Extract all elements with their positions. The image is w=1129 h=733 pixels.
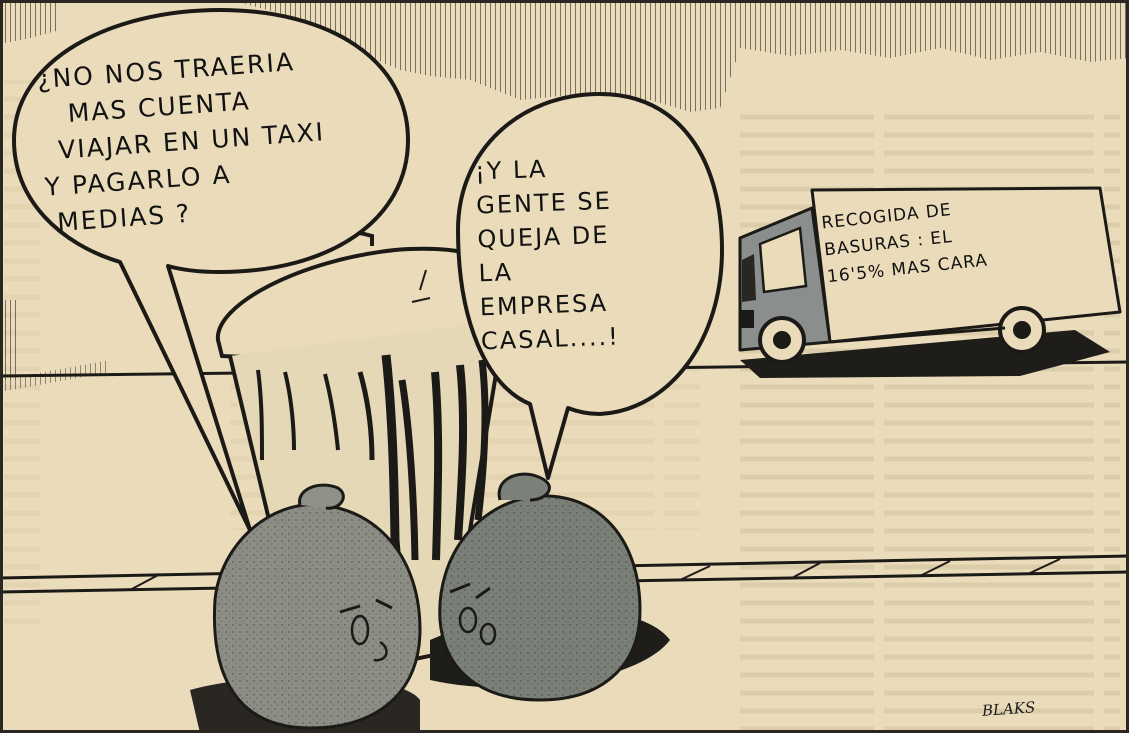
right-bubble-line: QUEJA DE <box>476 220 610 254</box>
right-bubble-line: CASAL....! <box>480 322 621 356</box>
right-bubble-line: LA <box>478 258 514 288</box>
artist-signature: BLAKS <box>981 698 1036 720</box>
left-speech-bubble-text: ¿NO NOS TRAERIA MAS CUENTA VIAJAR EN UN … <box>36 42 331 241</box>
right-bubble-line: EMPRESA <box>479 288 609 322</box>
truck-sign-text: RECOGIDA DE BASURAS : EL 16'5% MAS CARA <box>820 194 989 291</box>
right-bubble-line: GENTE SE <box>475 186 613 220</box>
right-speech-bubble-text: ¡Y LA GENTE SE QUEJA DE LA EMPRESA CASAL… <box>474 150 621 359</box>
right-bubble-line: ¡Y LA <box>474 154 548 186</box>
